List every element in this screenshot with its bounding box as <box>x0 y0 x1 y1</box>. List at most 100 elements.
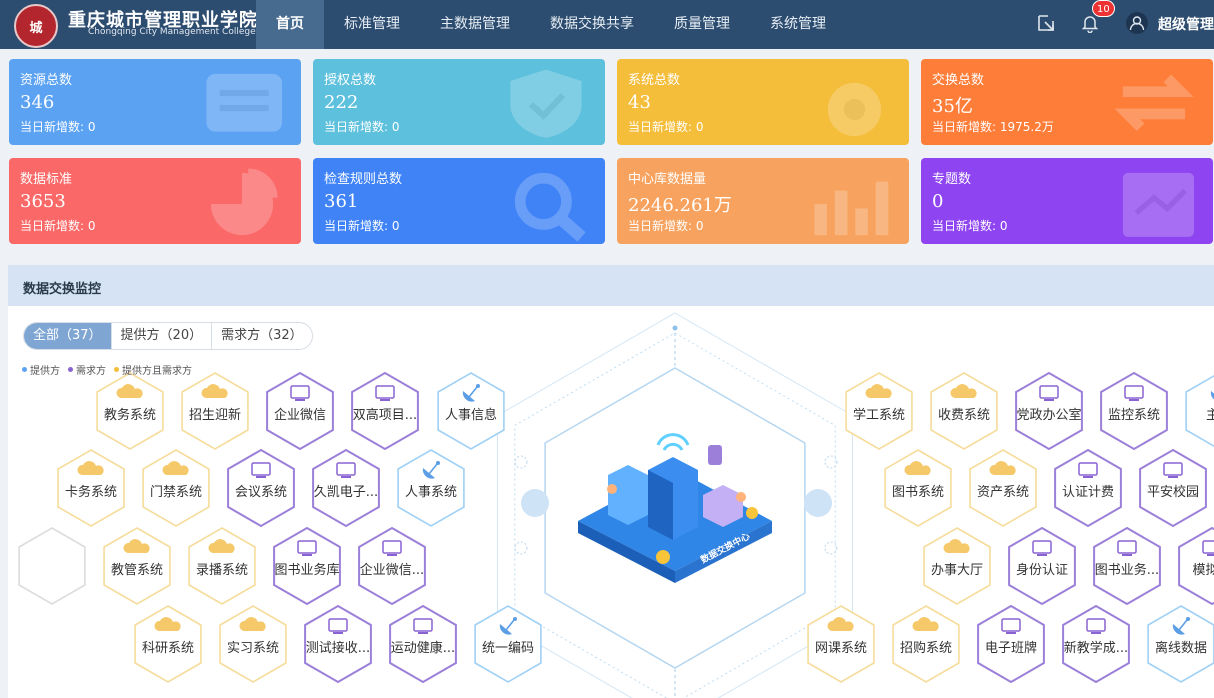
cloud-icon <box>154 617 181 631</box>
stat-title: 交换总数 <box>932 73 985 88</box>
hex-node-label[interactable]: 招生迎新 <box>188 408 241 423</box>
hex-node-label[interactable]: 图书业务库 <box>274 563 340 578</box>
hex-node-label[interactable]: 图书业务... <box>1094 563 1160 578</box>
external-link-icon[interactable] <box>1036 13 1056 33</box>
logo-mark: 城 <box>29 20 43 36</box>
cloud-icon <box>201 384 228 398</box>
hex-node-right <box>892 605 960 683</box>
hex-node-label[interactable]: 资产系统 <box>976 485 1029 500</box>
cloud-icon <box>77 461 104 475</box>
filter-consumer[interactable]: 需求方（32） <box>221 328 303 343</box>
hex-node-label[interactable]: 科研系统 <box>141 641 194 656</box>
server-purple <box>703 485 743 527</box>
hex-node-left <box>273 526 341 606</box>
bell-icon[interactable] <box>1080 13 1100 33</box>
monitor-icon <box>1163 462 1183 478</box>
hex-node-label[interactable]: 网课系统 <box>814 641 867 656</box>
monitor-icon <box>1086 618 1106 634</box>
hex-node-right <box>969 449 1037 527</box>
hex-node-left <box>389 604 457 684</box>
cloud-icon <box>208 539 235 553</box>
hex-node-label[interactable]: 教务系统 <box>103 408 156 423</box>
nav-item-standards[interactable]: 标准管理 <box>344 16 400 32</box>
wifi-icon <box>656 433 690 451</box>
user-avatar[interactable] <box>1126 12 1148 34</box>
user-name[interactable]: 超级管理 <box>1158 17 1214 33</box>
stat-title: 专题数 <box>932 172 972 187</box>
nav-item-system[interactable]: 系统管理 <box>770 16 826 32</box>
nav-item-master-data[interactable]: 主数据管理 <box>440 16 510 32</box>
filter-all[interactable]: 全部（37） <box>24 323 112 349</box>
legend-dot <box>114 367 119 372</box>
hex-node-label[interactable]: 统一编码 <box>481 641 534 656</box>
notification-badge: 10 <box>1092 0 1115 17</box>
hex-node-label[interactable]: 图书系统 <box>891 485 944 500</box>
center-right-bubble <box>804 489 832 517</box>
hex-node-label[interactable]: 新教学成... <box>1063 641 1129 656</box>
nav-item-home[interactable]: 首页 <box>256 0 324 49</box>
stat-daily-increase: 当日新增数: 0 <box>20 217 96 234</box>
hex-node-label[interactable]: 招购系统 <box>899 641 952 656</box>
monitor-icon <box>290 385 310 401</box>
hex-node-label[interactable]: 久凯电子... <box>313 485 379 500</box>
monitor-icon <box>1124 385 1144 401</box>
stat-daily-value: 0 <box>695 219 704 233</box>
hex-node-label[interactable]: 门禁系统 <box>149 485 202 500</box>
hex-node-label[interactable]: 学工系统 <box>852 408 905 423</box>
card-decoration-icon <box>510 69 582 138</box>
filter-provider[interactable]: 提供方（20） <box>112 323 213 349</box>
stat-daily-value: 0 <box>87 219 96 233</box>
hex-node-right <box>923 527 991 605</box>
hex-node-label[interactable]: 电子班牌 <box>984 641 1037 656</box>
hex-node-label[interactable]: 办事大厅 <box>930 563 983 578</box>
nav-item-data-exchange[interactable]: 数据交换共享 <box>550 16 634 32</box>
hex-node-label[interactable]: 党政办公室 <box>1016 408 1082 423</box>
hex-node-label[interactable]: 认证计费 <box>1061 485 1114 500</box>
nav-item-quality[interactable]: 质量管理 <box>674 16 730 32</box>
hex-node-label[interactable]: 教管系统 <box>110 563 163 578</box>
satellite-dish-icon <box>422 461 440 479</box>
hex-node-label[interactable]: 监控系统 <box>1107 408 1160 423</box>
hex-node-label[interactable]: 主题 <box>1205 408 1214 423</box>
card-decoration-icon <box>1122 172 1194 237</box>
hex-node-label[interactable]: 实习系统 <box>226 641 279 656</box>
hex-node-label[interactable]: 离线数据 <box>1154 641 1207 656</box>
stat-daily-label: 当日新增数: <box>324 120 389 134</box>
brand-name-cn: 重庆城市管理职业学院 <box>68 10 258 31</box>
legend-label: 提供方 <box>30 366 60 377</box>
exchange-hex-map <box>18 312 1214 698</box>
hex-node-label[interactable]: 收费系统 <box>937 408 990 423</box>
hex-node-label[interactable]: 企业微信... <box>359 563 425 578</box>
monitor-icon <box>251 462 271 478</box>
hex-node-left <box>358 526 426 606</box>
hex-node-label[interactable]: 运动健康... <box>390 641 456 656</box>
hex-node-label[interactable]: 企业微信 <box>273 408 326 423</box>
stat-value: 43 <box>628 92 651 113</box>
hex-node-label[interactable]: 人事系统 <box>404 485 457 500</box>
cloud-icon <box>123 539 150 553</box>
hex-node-label[interactable]: 会议系统 <box>234 485 287 500</box>
monitor-icon <box>375 385 395 401</box>
hex-node-label[interactable]: 模拟测 <box>1192 563 1214 578</box>
hex-node-label[interactable]: 卡务系统 <box>64 485 117 500</box>
hex-node-label[interactable]: 双高项目... <box>352 408 418 423</box>
panel-header: 数据交换监控 <box>8 265 1214 306</box>
legend-item-consumer: 需求方 <box>68 362 106 377</box>
hex-node-label[interactable]: 测试接收... <box>305 641 371 656</box>
card-decoration-icon <box>514 172 586 242</box>
hex-node-left <box>188 527 256 605</box>
hex-node-label[interactable]: 身份认证 <box>1015 563 1068 578</box>
hex-node-label[interactable]: 录播系统 <box>195 563 248 578</box>
college-logo[interactable]: 城 <box>14 4 58 48</box>
hex-node-label[interactable]: 人事信息 <box>444 408 497 423</box>
hex-node-left <box>351 371 419 451</box>
hex-node-label[interactable]: 平安校园 <box>1146 485 1199 500</box>
